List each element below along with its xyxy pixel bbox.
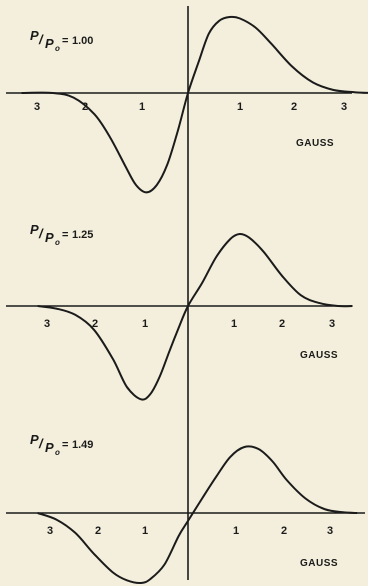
svg-text:P: P <box>30 432 39 447</box>
tick-right-1: 1 <box>233 525 239 537</box>
tick-left-2: 2 <box>92 318 98 330</box>
x-axis-label-2: GAUSS <box>300 350 338 361</box>
svg-text:=: = <box>62 229 68 241</box>
svg-text:/: / <box>38 436 44 451</box>
ratio-value-3: 1.49 <box>72 439 93 451</box>
tick-left-1: 1 <box>142 525 148 537</box>
svg-text:o: o <box>55 44 60 53</box>
svg-text:/: / <box>38 32 44 47</box>
tick-left-3: 3 <box>44 318 50 330</box>
x-axis-label-1: GAUSS <box>296 138 334 149</box>
svg-text:P: P <box>30 222 39 237</box>
tick-left-2: 2 <box>95 525 101 537</box>
ratio-label-2: P / P o = 1.25 <box>30 222 93 247</box>
svg-text:=: = <box>62 439 68 451</box>
tick-left-2: 2 <box>82 101 88 113</box>
tick-left-3: 3 <box>47 525 53 537</box>
panel-3: P / P o = 1.49 3 2 1 1 2 3 GAUSS <box>6 432 365 585</box>
panel-1: P / P o = 1.00 3 2 1 1 2 3 GAUSS <box>6 15 368 194</box>
svg-text:P: P <box>45 440 54 455</box>
ratio-value-2: 1.25 <box>72 229 93 241</box>
tick-right-3: 3 <box>341 101 347 113</box>
tick-right-2: 2 <box>291 101 297 113</box>
ratio-label-1: P / P o = 1.00 <box>30 28 93 53</box>
tick-left-3: 3 <box>34 101 40 113</box>
ratio-value-1: 1.00 <box>72 35 93 47</box>
tick-right-2: 2 <box>281 525 287 537</box>
svg-text:P: P <box>30 28 39 43</box>
series-line-2 <box>37 232 353 401</box>
ratio-label-3: P / P o = 1.49 <box>30 432 93 457</box>
svg-text:P: P <box>45 36 54 51</box>
svg-text:=: = <box>62 35 68 47</box>
tick-right-3: 3 <box>327 525 333 537</box>
svg-text:o: o <box>55 238 60 247</box>
panel-2: P / P o = 1.25 3 2 1 1 2 3 GAUSS <box>6 222 353 401</box>
svg-text:/: / <box>38 226 44 241</box>
series-line-3 <box>37 445 358 585</box>
series-line-1 <box>21 15 368 194</box>
x-axis-label-3: GAUSS <box>300 558 338 569</box>
tick-left-1: 1 <box>142 318 148 330</box>
tick-right-1: 1 <box>231 318 237 330</box>
tick-right-2: 2 <box>279 318 285 330</box>
svg-text:o: o <box>55 448 60 457</box>
tick-right-3: 3 <box>329 318 335 330</box>
tick-right-1: 1 <box>237 101 243 113</box>
svg-text:P: P <box>45 230 54 245</box>
tick-left-1: 1 <box>139 101 145 113</box>
